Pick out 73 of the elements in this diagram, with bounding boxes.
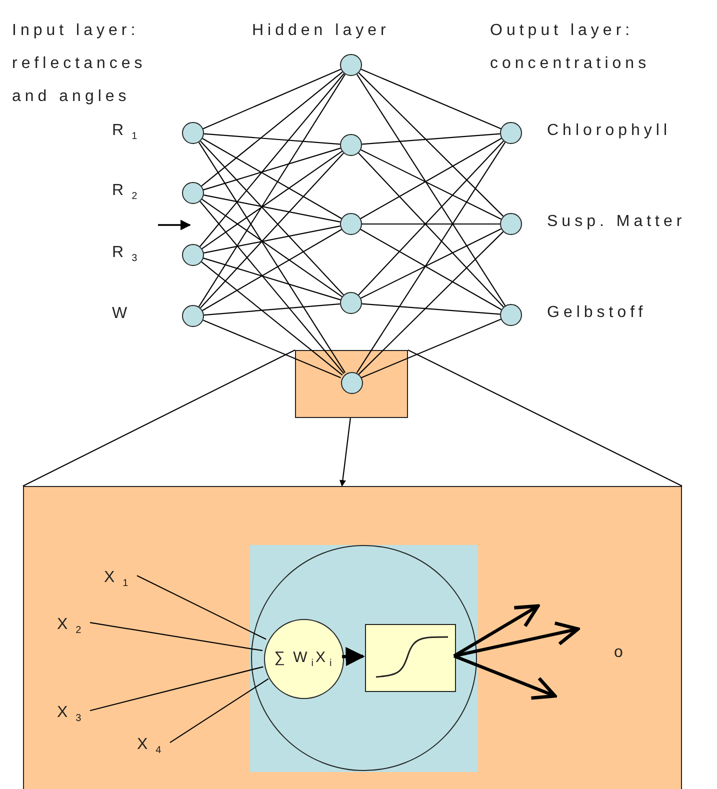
input-label: X$_{1}$ (104, 567, 128, 591)
neuron-node (500, 122, 522, 144)
formula-text: ∑ W$_{i}$X$_{i}$ (274, 649, 333, 669)
connection-line (360, 138, 502, 220)
arrow (342, 646, 365, 666)
neuron-node (182, 182, 204, 204)
connection-line (202, 150, 342, 250)
connection-line (362, 303, 500, 315)
input-variable-label: R$_{1}$ (112, 121, 138, 144)
connection-line (202, 138, 342, 219)
highlight-box (295, 350, 408, 418)
connection-line (356, 142, 506, 373)
input-label: X$_{2}$ (57, 614, 82, 638)
connection-line (360, 228, 502, 299)
layer-heading: Hidden layer (252, 21, 391, 41)
neuron-node (340, 134, 362, 156)
connection-line (200, 201, 344, 374)
zoom-line (22, 350, 296, 486)
connection-line (202, 68, 342, 130)
connection-line (204, 194, 340, 222)
input-label: X$_{3}$ (57, 702, 82, 726)
arrow (339, 418, 351, 487)
neuron-node (340, 54, 362, 76)
connection-line (203, 148, 341, 190)
connection-line (198, 142, 346, 373)
connection-line (356, 74, 506, 306)
layer-heading: Output layer: concentrations (490, 21, 652, 74)
neuron-node (340, 213, 362, 235)
input-label: X$_{4}$ (137, 734, 162, 758)
neuron-node (182, 244, 204, 266)
activation-function-box (365, 624, 456, 692)
neuron-node (500, 213, 522, 235)
connection-line (204, 226, 340, 254)
connection-line (360, 149, 502, 220)
output-label: o (614, 643, 628, 663)
connection-line (362, 133, 500, 145)
connection-line (362, 223, 500, 225)
connection-line (202, 198, 342, 298)
connection-line (200, 73, 344, 247)
zoom-panel (23, 486, 682, 789)
connection-line (202, 229, 342, 311)
connection-line (204, 303, 340, 316)
arrow (454, 621, 580, 658)
connection-line (201, 261, 343, 376)
connection-line (204, 133, 340, 145)
input-variable-label: R$_{3}$ (112, 243, 138, 266)
connection-line (360, 68, 502, 130)
connection-line (360, 228, 502, 310)
connection-line (136, 575, 266, 640)
input-variable-label: R$_{2}$ (112, 181, 138, 204)
zoom-line (408, 350, 682, 486)
neuron-node (182, 305, 204, 327)
connection-line (90, 666, 264, 712)
output-variable-label: Gelbstoff (547, 303, 647, 323)
connection-line (201, 71, 343, 187)
neuron-node (182, 122, 204, 144)
neuron-node (341, 372, 363, 394)
connection-line (360, 318, 502, 378)
connection-line (358, 72, 504, 217)
connection-line (170, 678, 269, 744)
layer-heading: Input layer: reflectances and angles (12, 21, 148, 107)
connection-line (198, 74, 346, 307)
connection-line (358, 231, 504, 375)
connection-line (203, 258, 341, 300)
output-variable-label: Chlorophyll (547, 121, 672, 141)
connection-line (202, 320, 342, 378)
connection-line (90, 622, 263, 652)
neuron-node (500, 304, 522, 326)
arrow (453, 604, 540, 658)
neuron-node (340, 292, 362, 314)
input-variable-label: W (112, 304, 132, 324)
output-variable-label: Susp. Matter (547, 212, 686, 232)
arrow (453, 654, 557, 700)
